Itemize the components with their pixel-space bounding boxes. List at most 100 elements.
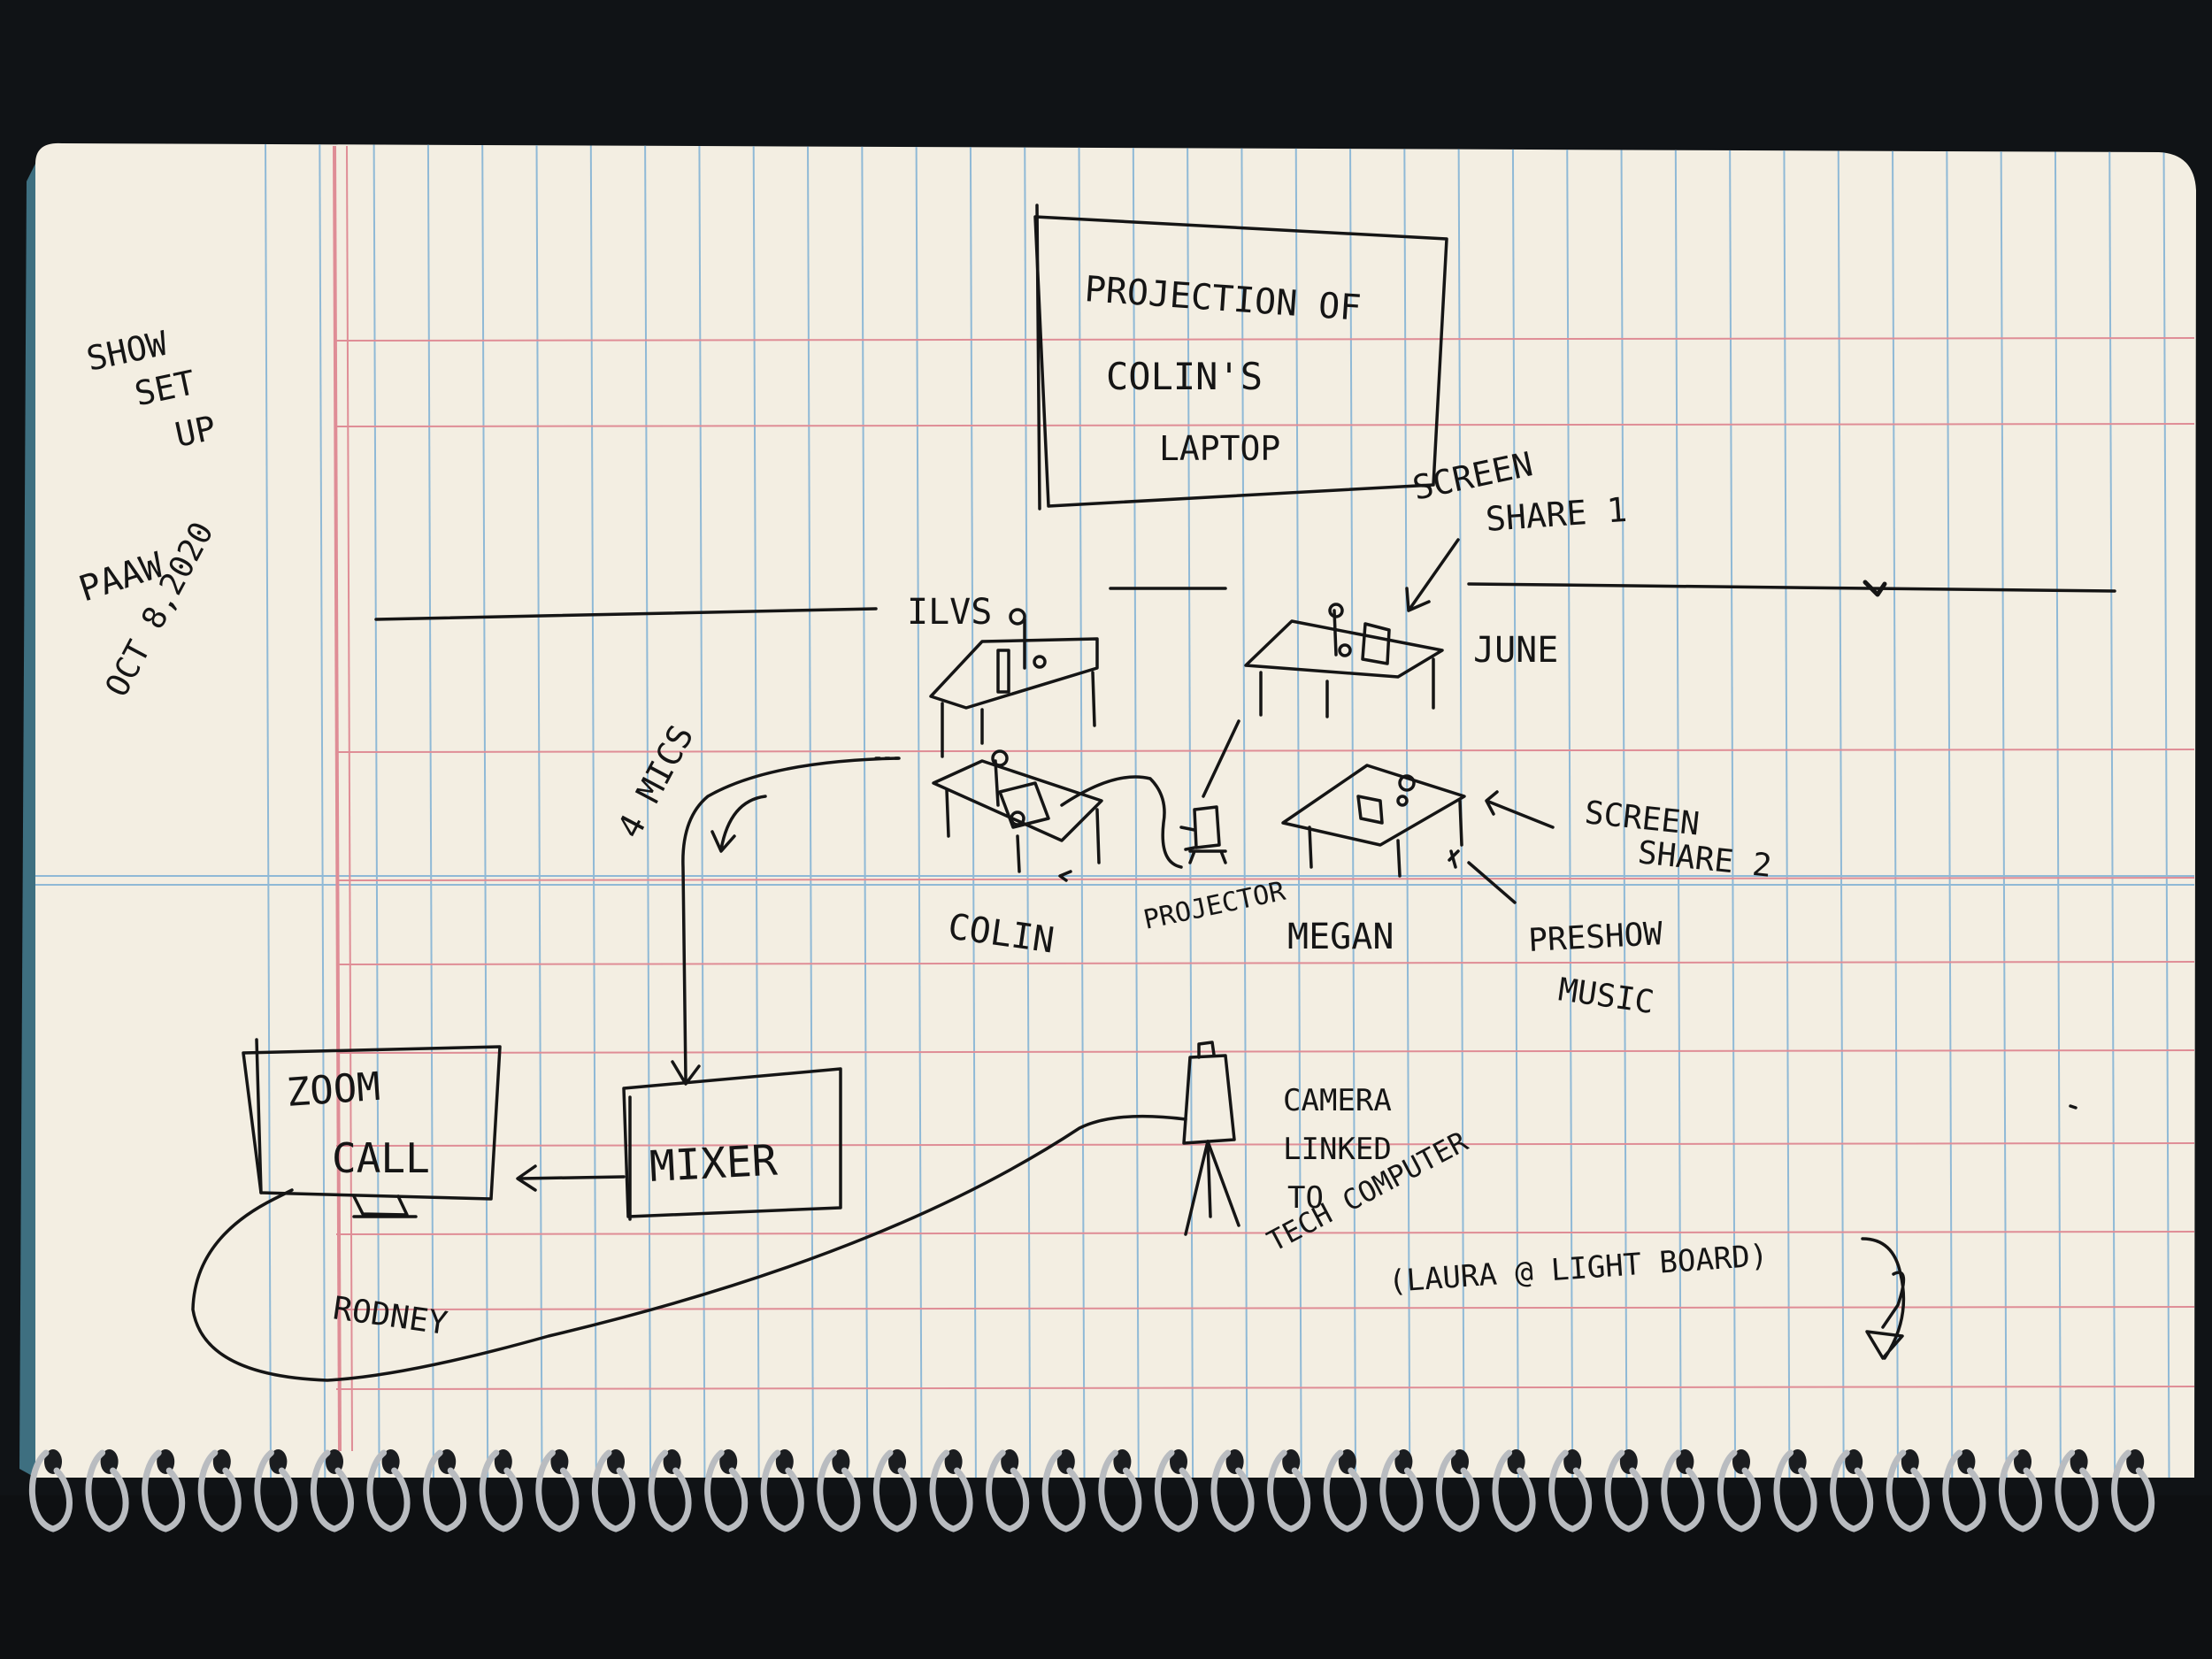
spiral-ring bbox=[366, 1449, 411, 1532]
grid-vertical-line bbox=[1294, 142, 1302, 1479]
grid-vertical-line bbox=[1403, 142, 1411, 1479]
camera-cable bbox=[191, 1114, 1187, 1382]
spiral-ring bbox=[591, 1449, 635, 1532]
zoom-call-line-1: ZOOM bbox=[285, 1064, 381, 1116]
grid-vertical-line bbox=[1620, 142, 1628, 1479]
spiral-ring bbox=[817, 1449, 861, 1532]
spiral-ring bbox=[535, 1449, 580, 1532]
margin-line-2 bbox=[346, 145, 353, 1452]
spiral-ring bbox=[1379, 1449, 1424, 1532]
spiral-ring bbox=[648, 1449, 692, 1532]
projection-line-3: LAPTOP bbox=[1159, 429, 1280, 468]
spiral-ring bbox=[2111, 1449, 2155, 1532]
spiral-ring bbox=[986, 1449, 1030, 1532]
light-board-arrow bbox=[1861, 1237, 1906, 1360]
grid-vertical-line bbox=[481, 142, 489, 1479]
grid-vertical-line bbox=[1132, 142, 1140, 1479]
spiral-ring bbox=[1998, 1449, 2042, 1532]
spiral-ring bbox=[1717, 1449, 1761, 1532]
grid-horizontal-line bbox=[335, 1049, 2195, 1054]
camera-line-3: TO bbox=[1287, 1180, 1324, 1216]
grid-vertical-line bbox=[1349, 142, 1356, 1479]
spiral-ring bbox=[1435, 1449, 1479, 1532]
spiral-binding bbox=[28, 1449, 2155, 1532]
spiral-ring bbox=[197, 1449, 242, 1532]
spiral-ring bbox=[423, 1449, 467, 1532]
grid-horizontal-line bbox=[335, 1306, 2195, 1310]
spiral-ring bbox=[254, 1449, 298, 1532]
spiral-ring bbox=[1886, 1449, 1930, 1532]
grid-horizontal-line bbox=[335, 1386, 2195, 1390]
label-june: JUNE bbox=[1473, 630, 1558, 671]
grid-vertical-line bbox=[2054, 142, 2062, 1479]
camera-tripod bbox=[1182, 1041, 1240, 1236]
grid-horizontal-line bbox=[335, 961, 2195, 965]
spiral-ring bbox=[1098, 1449, 1142, 1532]
table-megan bbox=[1281, 764, 1555, 904]
label-ilvs: ILVS bbox=[907, 592, 992, 633]
grid-vertical-line bbox=[319, 142, 326, 1479]
spiral-ring bbox=[479, 1449, 523, 1532]
grid-vertical-line bbox=[2108, 142, 2116, 1479]
grid-horizontal-lines bbox=[35, 337, 2195, 1390]
grid-vertical-line bbox=[807, 142, 814, 1479]
grid-horizontal-line bbox=[335, 423, 2195, 427]
table-ilvs bbox=[929, 608, 1099, 758]
grid-vertical-line bbox=[1024, 142, 1032, 1479]
camera-line-1: CAMERA bbox=[1283, 1083, 1392, 1118]
spiral-ring bbox=[1773, 1449, 1817, 1532]
spiral-ring bbox=[1154, 1449, 1198, 1532]
grid-horizontal-line bbox=[335, 749, 2195, 753]
grid-vertical-line bbox=[1187, 142, 1194, 1479]
grid-vertical-lines bbox=[265, 142, 2170, 1479]
spiral-ring bbox=[1942, 1449, 1986, 1532]
show-setup-line-3: UP bbox=[172, 408, 219, 455]
table-june bbox=[1244, 538, 1460, 718]
spiral-ring bbox=[872, 1449, 917, 1532]
grid-vertical-line bbox=[1946, 142, 1954, 1479]
grid-vertical-line bbox=[373, 142, 380, 1479]
spiral-ring bbox=[310, 1449, 354, 1532]
preshow-music-line-1: PRESHOW bbox=[1527, 916, 1663, 959]
page-edge-shadow bbox=[19, 164, 35, 1478]
grid-vertical-line bbox=[969, 142, 977, 1479]
grid-horizontal-line bbox=[335, 1142, 2195, 1147]
grid-vertical-line bbox=[861, 142, 869, 1479]
grid-vertical-line bbox=[535, 142, 543, 1479]
grid-vertical-line bbox=[1674, 142, 1682, 1479]
grid-vertical-line bbox=[1566, 142, 1574, 1479]
label-megan: MEGAN bbox=[1287, 917, 1394, 957]
stage-line-left bbox=[374, 607, 878, 621]
spiral-ring bbox=[1323, 1449, 1367, 1532]
ink-drawing bbox=[191, 204, 2116, 1382]
grid-vertical-line bbox=[1078, 142, 1086, 1479]
grid-vertical-line bbox=[644, 142, 652, 1479]
spiral-ring bbox=[1210, 1449, 1255, 1532]
mic-arrow bbox=[710, 795, 767, 853]
spiral-ring bbox=[929, 1449, 973, 1532]
spiral-ring bbox=[1604, 1449, 1648, 1532]
spiral-ring bbox=[85, 1449, 129, 1532]
zoom-call-line-2: CALL bbox=[332, 1134, 430, 1182]
projector bbox=[1179, 719, 1240, 864]
spiral-ring bbox=[2055, 1449, 2099, 1532]
label-mixer: MIXER bbox=[649, 1135, 779, 1191]
spiral-ring bbox=[28, 1449, 73, 1532]
grid-vertical-line bbox=[1511, 142, 1519, 1479]
grid-vertical-line bbox=[265, 142, 272, 1479]
spiral-ring bbox=[760, 1449, 804, 1532]
margin-line bbox=[333, 145, 342, 1452]
spiral-ring bbox=[1492, 1449, 1536, 1532]
grid-vertical-line bbox=[915, 142, 923, 1479]
spiral-ring bbox=[1041, 1449, 1086, 1532]
spiral-ring bbox=[1830, 1449, 1874, 1532]
camera-line-2: LINKED bbox=[1283, 1132, 1392, 1167]
grid-vertical-line bbox=[2162, 142, 2170, 1479]
grid-vertical-line bbox=[2000, 142, 2008, 1479]
spiral-ring bbox=[704, 1449, 749, 1532]
projection-screen bbox=[1033, 215, 1448, 508]
spiral-ring bbox=[142, 1449, 186, 1532]
grid-horizontal-line bbox=[335, 1231, 2195, 1235]
grid-vertical-line bbox=[752, 142, 760, 1479]
